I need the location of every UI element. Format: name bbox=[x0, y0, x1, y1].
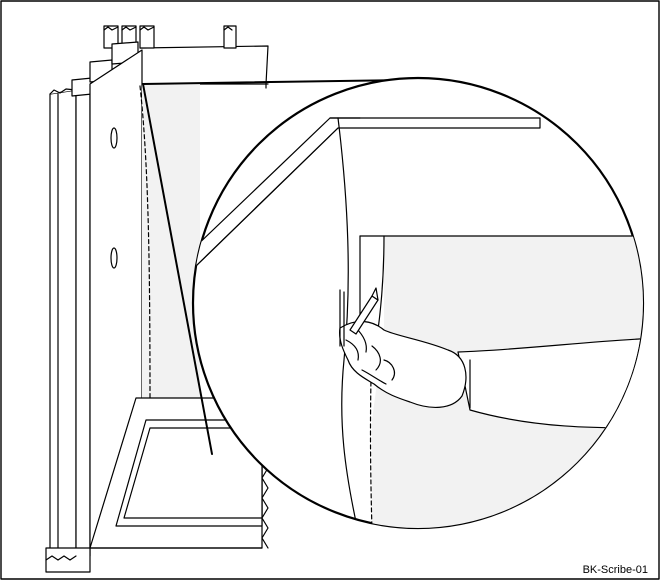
dashed-scribe-line bbox=[139, 85, 151, 401]
base-tray bbox=[89, 397, 269, 549]
left-post bbox=[45, 83, 91, 573]
back-panel bbox=[142, 84, 200, 398]
callout-leaders bbox=[142, 79, 406, 455]
arm-sleeve bbox=[457, 337, 643, 429]
hand bbox=[339, 320, 467, 408]
panel-edge bbox=[337, 117, 361, 528]
pencil bbox=[339, 287, 379, 347]
top-studs bbox=[103, 25, 237, 49]
figure-caption: BK-Scribe-01 bbox=[582, 564, 648, 576]
